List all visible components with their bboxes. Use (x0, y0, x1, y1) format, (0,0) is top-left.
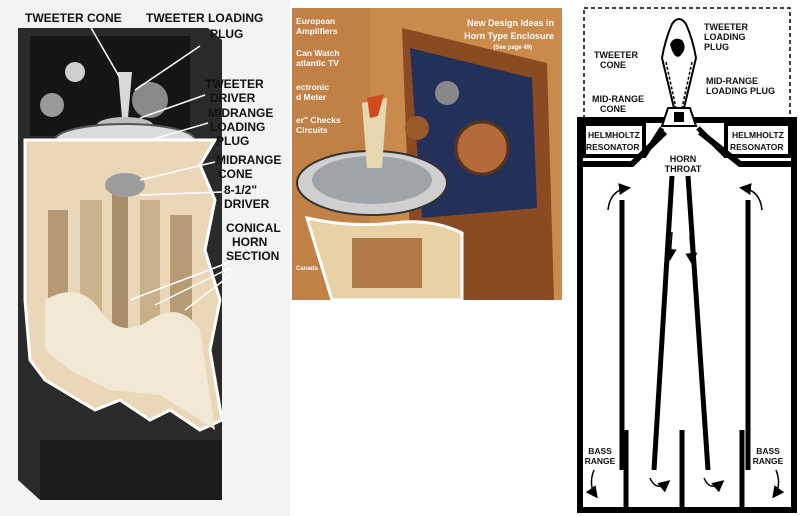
label-tweeter-cone-2: CONE (600, 60, 626, 70)
label-helmholtz-right-1: HELMHOLTZ (732, 130, 784, 140)
cover-subline: (See page 49) (493, 45, 532, 51)
schematic-diagram: TWEETER LOADING PLUG TWEETER CONE MID-RA… (577, 7, 797, 513)
sidebar-line: d Meter (296, 92, 327, 102)
sidebar-line: atlantic TV (296, 58, 339, 68)
label-midrange-loading-3: PLUG (216, 134, 249, 148)
tweeter-loading-plug (670, 38, 685, 57)
horn-throat-walls (580, 129, 794, 167)
tweeter-cone-shape (118, 72, 132, 118)
flow-arrows (585, 183, 785, 499)
label-tweeter-cone: TWEETER CONE (25, 11, 122, 25)
label-mid-range-cone-1: MID-RANGE (592, 94, 644, 104)
label-tweeter-loading-1: TWEETER (704, 22, 748, 32)
label-tweeter-driver-1: TWEETER (205, 77, 264, 91)
label-bass-left-2: RANGE (585, 456, 616, 466)
label-conical-1: CONICAL (226, 221, 281, 235)
label-bass-right-2: RANGE (753, 456, 784, 466)
label-tweeter-driver-2: DRIVER (210, 91, 256, 105)
label-tweeter-loading-1: TWEETER LOADING (146, 11, 263, 25)
cutaway-photo-panel: TWEETER CONE TWEETER LOADING PLUG TWEETE… (0, 0, 290, 516)
cover-headline-2: Horn Type Enclosure (464, 31, 554, 41)
sidebar-line: European (296, 16, 335, 26)
helmholtz-left (582, 122, 646, 158)
cover-footer: Canada (296, 266, 318, 272)
horn-cone (362, 98, 387, 168)
label-tweeter-loading-2: LOADING (704, 32, 746, 42)
label-conical-3: SECTION (226, 249, 279, 263)
schematic-panel: TWEETER LOADING PLUG TWEETER CONE MID-RA… (570, 0, 800, 516)
sidebar-line: ectronic (296, 82, 329, 92)
sidebar-line: Can Watch (296, 48, 340, 58)
label-helmholtz-right-2: RESONATOR (730, 142, 784, 152)
label-midrange-cone-2: CONE (218, 167, 253, 181)
label-helmholtz-left-1: HELMHOLTZ (588, 130, 640, 140)
label-midrange-loading-1: MIDRANGE (208, 106, 273, 120)
sidebar-line: er" Checks (296, 115, 341, 125)
label-conical-2: HORN (232, 235, 267, 249)
sidebar-line: Amplifiers (296, 26, 338, 36)
label-bass-left-1: BASS (588, 446, 612, 456)
helmholtz-right (724, 122, 792, 158)
label-horn-throat-2: THROAT (665, 164, 702, 174)
cutaway-photo: TWEETER CONE TWEETER LOADING PLUG TWEETE… (18, 11, 281, 500)
label-helmholtz-left-2: RESONATOR (586, 142, 640, 152)
label-mid-range-cone-2: CONE (600, 104, 626, 114)
label-tweeter-loading-3: PLUG (704, 42, 729, 52)
magazine-cover-panel: European Amplifiers Can Watch atlantic T… (292, 8, 562, 300)
label-horn-throat-1: HORN (670, 154, 697, 164)
label-mid-range-loading-2: LOADING PLUG (706, 86, 775, 96)
horn-channels (619, 175, 751, 510)
label-driver-1: 8-1/2" (224, 183, 257, 197)
label-tweeter-loading-2: PLUG (210, 27, 243, 41)
label-driver-2: DRIVER (224, 197, 270, 211)
label-midrange-cone-1: MIDRANGE (216, 153, 281, 167)
label-mid-range-loading-1: MID-RANGE (706, 76, 758, 86)
tweeter-cone (660, 18, 698, 109)
label-tweeter-cone-1: TWEETER (594, 50, 638, 60)
label-midrange-loading-2: LOADING (210, 120, 265, 134)
cover-sidebar: European Amplifiers Can Watch atlantic T… (296, 16, 341, 135)
sidebar-line: Circuits (296, 125, 328, 135)
magazine-cover: European Amplifiers Can Watch atlantic T… (292, 8, 562, 300)
cover-headline-1: New Design Ideas in (467, 18, 554, 28)
label-bass-right-1: BASS (756, 446, 780, 456)
